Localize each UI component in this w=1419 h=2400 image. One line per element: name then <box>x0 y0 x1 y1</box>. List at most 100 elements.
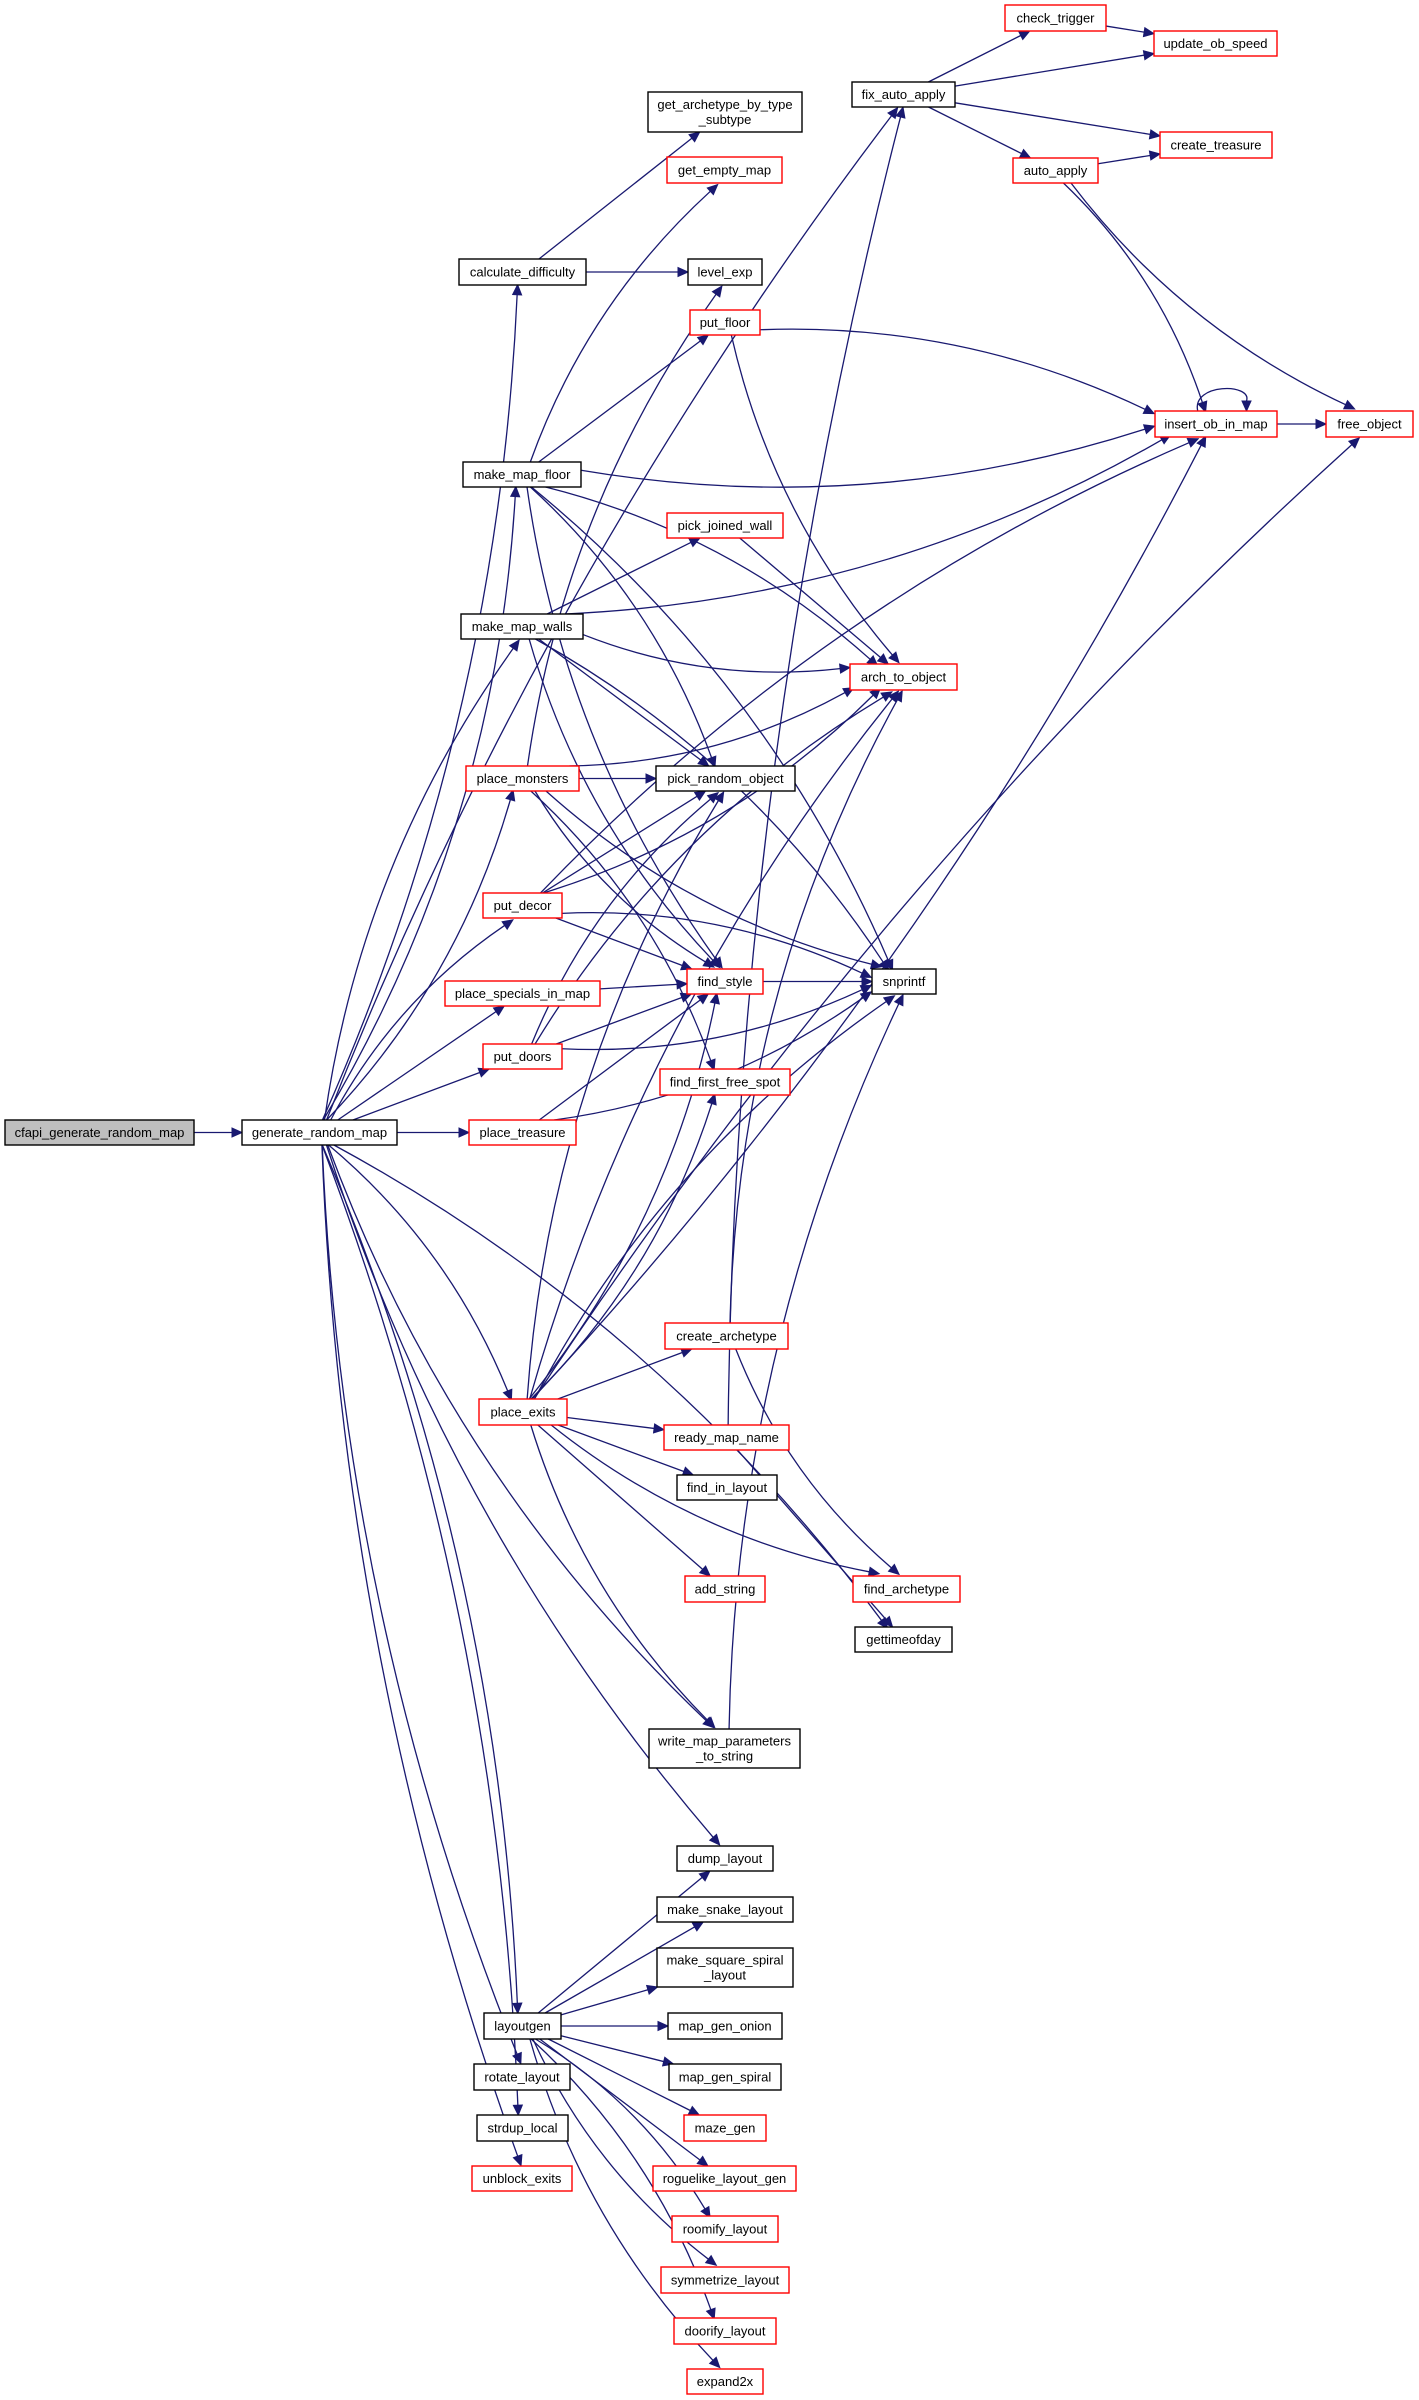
node-create_treasure[interactable]: create_treasure <box>1159 131 1273 159</box>
node-box[interactable] <box>482 892 563 919</box>
node-gettimeofday[interactable]: gettimeofday <box>854 1626 953 1653</box>
node-box[interactable] <box>686 2368 764 2395</box>
node-insert_ob_in_map[interactable]: insert_ob_in_map <box>1154 410 1278 438</box>
node-box[interactable] <box>241 1119 398 1146</box>
node-find_first_free_spot[interactable]: find_first_free_spot <box>659 1068 791 1096</box>
node-box[interactable] <box>666 512 784 539</box>
node-place_exits[interactable]: place_exits <box>478 1398 568 1426</box>
node-make_snake_layout[interactable]: make_snake_layout <box>656 1896 794 1923</box>
node-box[interactable] <box>667 2012 783 2040</box>
node-layoutgen[interactable]: layoutgen <box>483 2012 562 2040</box>
node-place_monsters[interactable]: place_monsters <box>465 765 580 792</box>
node-dump_layout[interactable]: dump_layout <box>676 1845 774 1872</box>
node-snprintf[interactable]: snprintf <box>871 968 937 995</box>
node-box[interactable] <box>458 258 587 286</box>
node-check_trigger[interactable]: check_trigger <box>1004 4 1107 32</box>
node-level_exp[interactable]: level_exp <box>687 258 763 286</box>
node-pick_random_object[interactable]: pick_random_object <box>655 765 796 792</box>
node-box[interactable] <box>656 1947 794 1988</box>
node-get_archetype_by_type_subtype[interactable]: get_archetype_by_type_subtype <box>647 91 803 133</box>
node-box[interactable] <box>1159 131 1273 159</box>
node-box[interactable] <box>460 613 584 640</box>
node-box[interactable] <box>465 765 580 792</box>
node-box[interactable] <box>647 91 803 133</box>
node-write_map_parameters_to_string[interactable]: write_map_parameters_to_string <box>648 1728 801 1769</box>
node-box[interactable] <box>473 2063 571 2091</box>
node-put_decor[interactable]: put_decor <box>482 892 563 919</box>
node-place_specials_in_map[interactable]: place_specials_in_map <box>444 980 601 1007</box>
node-box[interactable] <box>673 2317 777 2345</box>
node-box[interactable] <box>656 1896 794 1923</box>
node-box[interactable] <box>849 663 958 691</box>
node-box[interactable] <box>1004 4 1107 32</box>
node-box[interactable] <box>676 1845 774 1872</box>
node-put_floor[interactable]: put_floor <box>689 309 761 336</box>
node-expand2x[interactable]: expand2x <box>686 2368 764 2395</box>
node-put_doors[interactable]: put_doors <box>482 1043 563 1070</box>
node-box[interactable] <box>655 765 796 792</box>
node-box[interactable] <box>478 1398 568 1426</box>
node-generate_random_map[interactable]: generate_random_map <box>241 1119 398 1146</box>
node-rotate_layout[interactable]: rotate_layout <box>473 2063 571 2091</box>
node-calculate_difficulty[interactable]: calculate_difficulty <box>458 258 587 286</box>
node-add_string[interactable]: add_string <box>684 1575 766 1603</box>
node-box[interactable] <box>664 1322 789 1350</box>
node-box[interactable] <box>1012 157 1099 184</box>
node-doorify_layout[interactable]: doorify_layout <box>673 2317 777 2345</box>
node-box[interactable] <box>854 1626 953 1653</box>
node-get_empty_map[interactable]: get_empty_map <box>666 156 783 184</box>
node-pick_joined_wall[interactable]: pick_joined_wall <box>666 512 784 539</box>
node-box[interactable] <box>687 258 763 286</box>
node-box[interactable] <box>1325 410 1414 438</box>
node-symmetrize_layout[interactable]: symmetrize_layout <box>660 2266 790 2294</box>
node-box[interactable] <box>686 968 764 995</box>
node-box[interactable] <box>660 2266 790 2294</box>
node-box[interactable] <box>1154 410 1278 438</box>
node-box[interactable] <box>648 1728 801 1769</box>
node-map_gen_onion[interactable]: map_gen_onion <box>667 2012 783 2040</box>
node-create_archetype[interactable]: create_archetype <box>664 1322 789 1350</box>
node-find_style[interactable]: find_style <box>686 968 764 995</box>
node-cfapi_generate_random_map[interactable]: cfapi_generate_random_map <box>4 1119 195 1146</box>
node-box[interactable] <box>689 309 761 336</box>
node-box[interactable] <box>482 1043 563 1070</box>
node-box[interactable] <box>652 2165 797 2192</box>
node-arch_to_object[interactable]: arch_to_object <box>849 663 958 691</box>
node-make_map_walls[interactable]: make_map_walls <box>460 613 584 640</box>
node-box[interactable] <box>468 1119 577 1146</box>
node-free_object[interactable]: free_object <box>1325 410 1414 438</box>
node-box[interactable] <box>668 2063 782 2091</box>
node-box[interactable] <box>444 980 601 1007</box>
node-make_square_spiral_layout[interactable]: make_square_spiral_layout <box>656 1947 794 1988</box>
node-roomify_layout[interactable]: roomify_layout <box>671 2215 779 2243</box>
node-box[interactable] <box>851 81 956 108</box>
node-fix_auto_apply[interactable]: fix_auto_apply <box>851 81 956 108</box>
node-unblock_exits[interactable]: unblock_exits <box>471 2165 573 2192</box>
node-roguelike_layout_gen[interactable]: roguelike_layout_gen <box>652 2165 797 2192</box>
node-box[interactable] <box>852 1575 961 1603</box>
node-box[interactable] <box>462 461 582 488</box>
node-maze_gen[interactable]: maze_gen <box>683 2114 767 2142</box>
node-box[interactable] <box>676 1474 778 1501</box>
node-find_in_layout[interactable]: find_in_layout <box>676 1474 778 1501</box>
node-box[interactable] <box>1153 30 1278 57</box>
node-box[interactable] <box>471 2165 573 2192</box>
node-make_map_floor[interactable]: make_map_floor <box>462 461 582 488</box>
node-find_archetype[interactable]: find_archetype <box>852 1575 961 1603</box>
node-box[interactable] <box>871 968 937 995</box>
node-box[interactable] <box>683 2114 767 2142</box>
node-place_treasure[interactable]: place_treasure <box>468 1119 577 1146</box>
node-box[interactable] <box>483 2012 562 2040</box>
node-box[interactable] <box>663 1424 790 1451</box>
node-strdup_local[interactable]: strdup_local <box>476 2114 569 2142</box>
node-auto_apply[interactable]: auto_apply <box>1012 157 1099 184</box>
node-box[interactable] <box>659 1068 791 1096</box>
node-box[interactable] <box>666 156 783 184</box>
node-map_gen_spiral[interactable]: map_gen_spiral <box>668 2063 782 2091</box>
node-box[interactable] <box>671 2215 779 2243</box>
node-box[interactable] <box>684 1575 766 1603</box>
node-box[interactable] <box>476 2114 569 2142</box>
node-box[interactable] <box>4 1119 195 1146</box>
node-update_ob_speed[interactable]: update_ob_speed <box>1153 30 1278 57</box>
node-ready_map_name[interactable]: ready_map_name <box>663 1424 790 1451</box>
